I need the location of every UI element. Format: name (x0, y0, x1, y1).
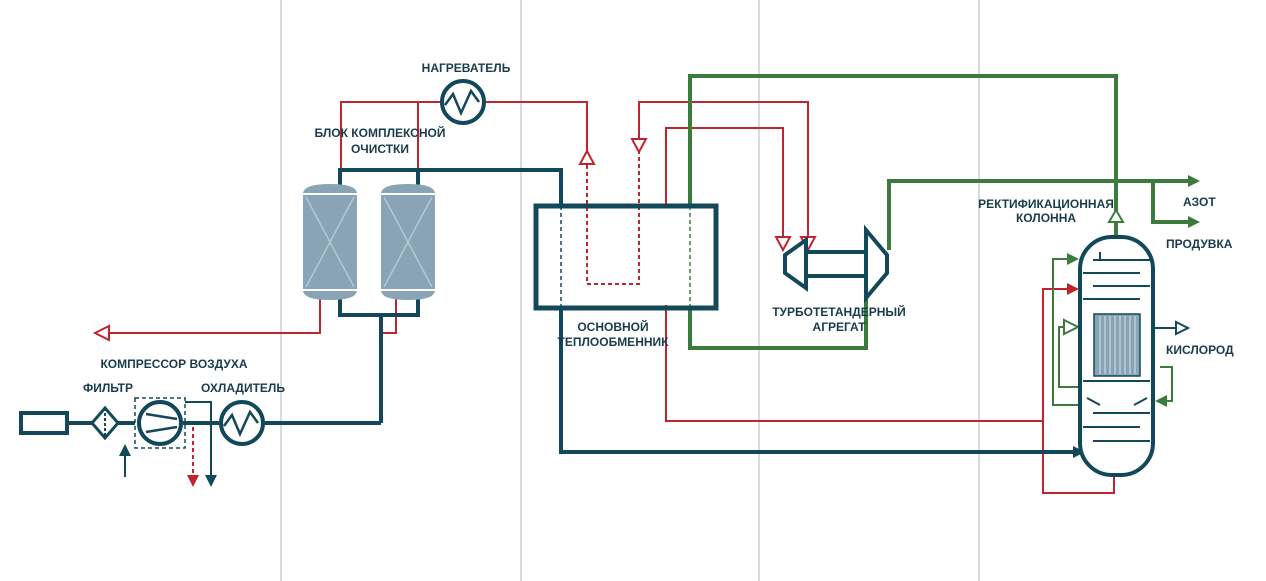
green-lines (688, 74, 1190, 350)
label-oxygen: КИСЛОРОД (1166, 343, 1234, 357)
down-arrow-icon (774, 236, 792, 253)
reflux-return-arrow-icon (1155, 395, 1167, 407)
oxygen-arrow-icon (1175, 320, 1191, 336)
label-turbo-line2: АГРЕГАТ (813, 320, 867, 334)
turbo-expander-icon (783, 224, 889, 304)
background-grid (280, 0, 980, 581)
distillation-column-icon (1078, 235, 1155, 477)
label-heater: НАГРЕВАТЕЛЬ (422, 61, 511, 75)
adsorber-icon (303, 184, 357, 300)
exhaust-arrow-icon (92, 324, 110, 342)
nitrogen-arrow-icon (1188, 175, 1200, 187)
heat-exchanger-icon (219, 400, 265, 446)
column-feed-arrow-icon (1067, 283, 1079, 295)
heater-icon (440, 79, 486, 125)
air-intake-box (19, 411, 69, 435)
label-main-hx-line1: ОСНОВНОЙ (577, 319, 648, 334)
compressor-icon (134, 397, 186, 449)
label-nitrogen: АЗОТ (1183, 195, 1216, 209)
up-arrow-icon (578, 148, 596, 165)
drain-arrow-icon (187, 475, 199, 487)
purge-arrow-icon (1188, 216, 1200, 228)
column-bottom-arrow-icon (1073, 446, 1085, 458)
label-filter: ФИЛЬТР (83, 381, 133, 395)
label-main-hx-line2: ТЕПЛООБМЕННИК (558, 335, 670, 349)
label-column-line2: КОЛОННА (1016, 211, 1076, 225)
adsorber-icon (381, 184, 435, 300)
label-purification-line2: ОЧИСТКИ (351, 142, 409, 156)
label-compressor: КОМПРЕССОР ВОЗДУХА (100, 357, 247, 371)
hot-lines (102, 101, 1115, 494)
label-column-line1: РЕКТИФИКАЦИОННАЯ (978, 197, 1114, 211)
label-cooler: ОХЛАДИТЕЛЬ (201, 381, 285, 395)
reflux-arrow-icon (1067, 253, 1079, 265)
label-purge: ПРОДУВКА (1166, 237, 1233, 251)
water-out-arrow-icon (205, 475, 217, 487)
column-top-arrow-icon (1107, 208, 1125, 223)
down-arrow-icon (630, 138, 648, 155)
filter-icon (90, 405, 120, 441)
label-turbo-line1: ТУРБОТЕТАНДЕРНЫЙ (772, 304, 906, 319)
label-purification-line1: БЛОК КОМПЛЕКСНОЙ (315, 125, 446, 140)
water-in-arrow-icon (119, 444, 131, 456)
reflux-open-arrow-icon (1063, 318, 1081, 336)
main-lines (68, 168, 1075, 454)
main-heat-exchanger (533, 203, 719, 311)
